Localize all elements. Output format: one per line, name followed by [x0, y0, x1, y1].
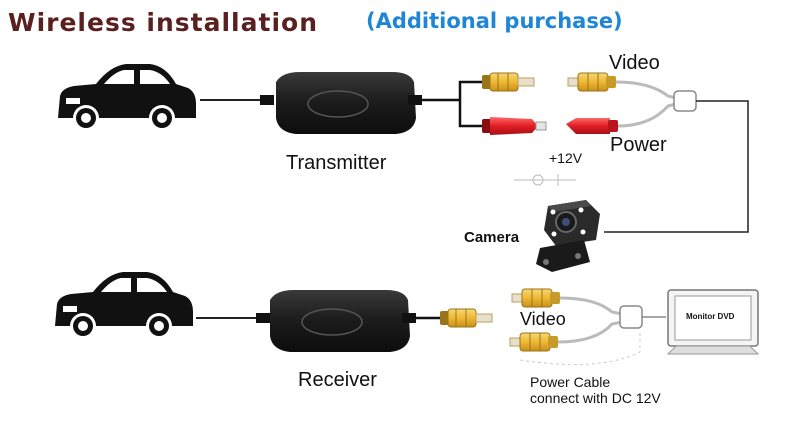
title-main: Wireless installation	[8, 8, 318, 37]
rca-red-connector	[482, 117, 547, 135]
camera-label: Camera	[464, 229, 520, 246]
rca-yellow-connector	[567, 72, 616, 92]
camera-cable	[604, 80, 749, 233]
rca-red-connector	[566, 118, 618, 134]
video-label-bottom: Video	[520, 309, 566, 329]
receiver-label: Receiver	[298, 369, 377, 391]
rca-yellow-connector	[509, 332, 558, 352]
transmitter-module	[200, 72, 482, 134]
screw-icon	[514, 174, 576, 186]
monitor-icon	[666, 289, 760, 355]
transmitter-label: Transmitter	[286, 152, 387, 174]
car-icon	[55, 272, 193, 339]
monitor-cable	[519, 296, 666, 365]
camera-icon	[536, 200, 600, 272]
power-cable-note: connect with DC 12V	[530, 390, 661, 406]
power-cable-label: Power Cable	[530, 374, 611, 390]
rca-yellow-connector	[440, 308, 493, 328]
rca-yellow-connector	[482, 72, 535, 92]
car-icon	[58, 64, 196, 131]
title-sub: (Additional purchase)	[366, 9, 623, 33]
plus12v-label: +12V	[549, 150, 583, 166]
monitor-label: Monitor DVD	[686, 312, 735, 321]
power-label: Power	[610, 134, 667, 156]
video-label: Video	[609, 52, 660, 74]
receiver-module	[196, 290, 440, 352]
rca-yellow-connector	[511, 288, 560, 308]
